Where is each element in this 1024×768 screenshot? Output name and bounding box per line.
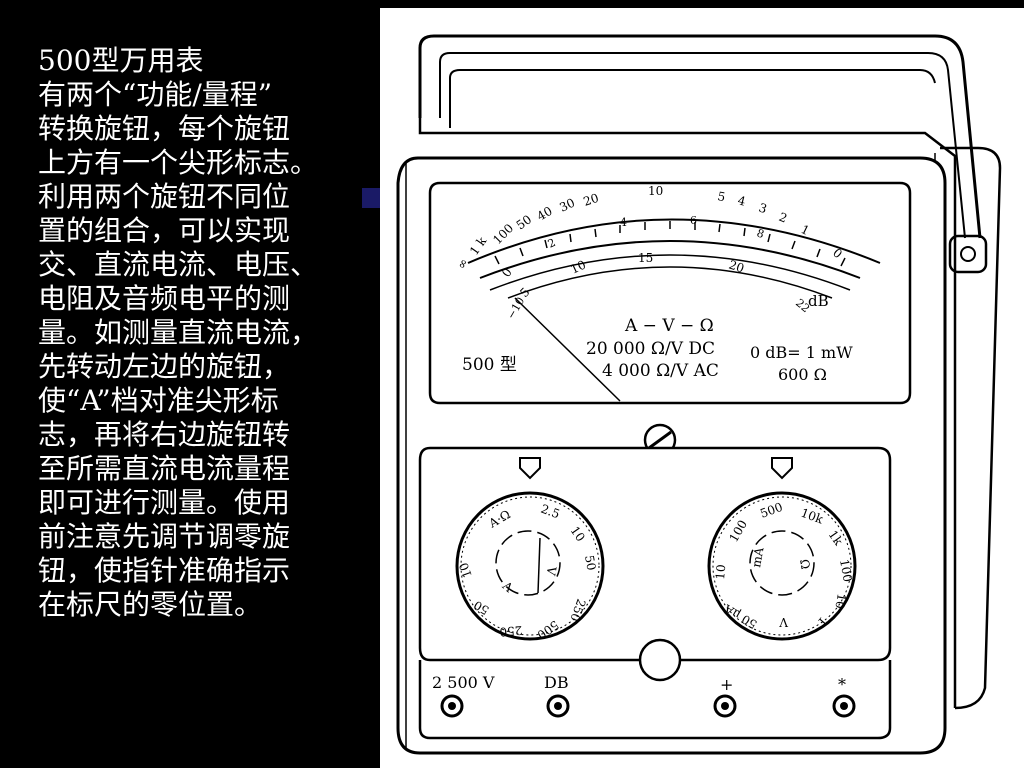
- db-impedance-label: 600 Ω: [778, 365, 827, 384]
- tick-label: 10: [648, 184, 663, 198]
- tick-label: 10: [568, 258, 588, 277]
- model-label: 500 型: [462, 355, 517, 375]
- dc-spec: 20 000 Ω/V DC: [586, 339, 715, 359]
- knob-label: 250: [499, 623, 523, 639]
- text-line: 电阻及音频电平的测: [38, 282, 291, 315]
- right-knob-marker: [771, 457, 793, 480]
- text-line: 志，再将右边旋钮转: [38, 418, 291, 451]
- db-unit-label: dB: [808, 292, 829, 310]
- carry-handle: [418, 34, 988, 274]
- knob-label: 50: [582, 554, 598, 571]
- knob-label: V: [779, 615, 789, 629]
- text-line: 转换旋钮，每个旋钮: [38, 112, 291, 145]
- terminal-label-2500v: 2 500 V: [432, 673, 495, 692]
- scale-ticks: [494, 221, 846, 267]
- text-line: 置的组合，可以实现: [38, 214, 291, 247]
- knob-label: 50: [471, 598, 491, 618]
- tick-label: 30: [557, 196, 577, 215]
- multimeter-svg: ∞ 1 k 100 50 40 30 20 10 5 4 3 2 1 0: [396, 34, 1002, 755]
- terminal-label-common: *: [838, 675, 846, 694]
- knob-label: 2.5: [539, 502, 562, 522]
- tick-label: 8: [755, 226, 766, 241]
- tick-label: 2: [546, 236, 558, 251]
- tick-label: 20: [582, 191, 601, 209]
- knob-label: Ω: [797, 558, 813, 570]
- multimeter-illustration: ∞ 1 k 100 50 40 30 20 10 5 4 3 2 1 0: [380, 8, 1024, 768]
- terminal-label-db: DB: [544, 673, 569, 692]
- terminal-jack-common[interactable]: [832, 694, 856, 718]
- knob-label: 10: [832, 592, 848, 609]
- meter-specs: A − V − Ω 20 000 Ω/V DC 4 000 Ω/V AC 500…: [462, 316, 853, 384]
- left-knob-marker: [519, 457, 541, 480]
- text-line: 钮，使指针准确指示: [38, 554, 291, 587]
- pointer-needle: [514, 297, 621, 402]
- text-line: 在标尺的零位置。: [38, 588, 263, 621]
- text-line: 使“A”档对准尖形标: [38, 384, 279, 417]
- tick-label: 20: [727, 258, 746, 276]
- terminal-jack-2500v[interactable]: [440, 694, 464, 718]
- text-line: 先转动左边的旋钮，: [38, 350, 291, 383]
- text-line: 上方有一个尖形标志。: [38, 146, 319, 179]
- terminal-label-plus: +: [720, 675, 733, 694]
- db-ref-label: 0 dB= 1 mW: [750, 343, 853, 362]
- function-label: A − V − Ω: [624, 316, 714, 336]
- tick-label: 4: [736, 193, 747, 209]
- text-line: 量。如测量直流电流，: [38, 316, 319, 349]
- text-line-title: 500型万用表: [38, 44, 204, 77]
- tick-label: 6: [690, 214, 697, 227]
- terminal-strip: 2 500 V DB + *: [418, 660, 892, 740]
- tick-label: 40: [535, 204, 555, 224]
- knob-label: 10: [456, 561, 474, 580]
- text-line: 有两个“功能/量程”: [38, 78, 273, 111]
- mid-scale-labels: 2 4 6 8: [546, 214, 766, 251]
- knob-label: 100: [837, 558, 855, 583]
- text-line: 至所需直流电流量程: [38, 452, 291, 485]
- center-hub: [638, 638, 682, 682]
- ac-spec: 4 000 Ω/V AC: [602, 361, 719, 381]
- terminal-jack-db[interactable]: [546, 694, 570, 718]
- text-line: 交、直流电流、电压、: [38, 248, 319, 281]
- terminal-jack-plus[interactable]: [713, 694, 737, 718]
- knob-label: 10: [713, 564, 728, 580]
- knob-label: mA: [749, 546, 766, 569]
- tick-label: 15: [638, 251, 653, 265]
- description-text: 500型万用表 有两个“功能/量程” 转换旋钮，每个旋钮 上方有一个尖形标志。 …: [38, 44, 373, 622]
- text-line: 利用两个旋钮不同位: [38, 180, 291, 213]
- text-line: 即可进行测量。使用: [38, 486, 291, 519]
- volt-scale-labels: 0 5 10 15 20: [499, 251, 746, 300]
- left-function-knob[interactable]: A·Ω 2.5 10 50 250 500 250 50 10 V V: [455, 491, 605, 642]
- knob-label: V: [543, 564, 559, 576]
- right-range-knob[interactable]: 10 100 500 10k 1k 100 10 1 50 μA mA Ω V: [707, 491, 857, 641]
- text-line: 前注意先调节调零旋: [38, 520, 291, 553]
- tick-label: 5: [716, 189, 726, 204]
- meter-display: ∞ 1 k 100 50 40 30 20 10 5 4 3 2 1 0: [428, 181, 912, 405]
- tick-label: 3: [757, 201, 769, 217]
- tick-label: 4: [620, 216, 627, 229]
